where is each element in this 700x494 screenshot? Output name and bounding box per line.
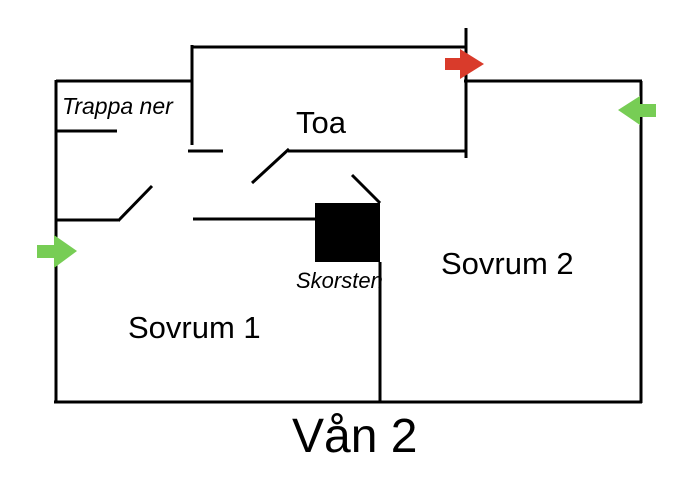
chimney-label: Skorsten [296,268,383,293]
green-arrow-left-icon [618,96,656,125]
room-label-sovrum-2: Sovrum 2 [441,246,574,281]
floor-title: Vån 2 [292,410,418,463]
red-arrow-icon [445,49,484,79]
chimney-block [315,203,380,262]
room-label-sovrum-1: Sovrum 1 [128,310,261,345]
green-arrow-right-icon [37,235,77,268]
door-swing-sovrum-1 [116,184,154,223]
door-swing-sovrum-2 [350,173,382,205]
room-label-toa: Toa [296,105,346,140]
room-label-trappa-ner: Trappa ner [62,93,173,119]
door-swing-toa [250,147,291,185]
